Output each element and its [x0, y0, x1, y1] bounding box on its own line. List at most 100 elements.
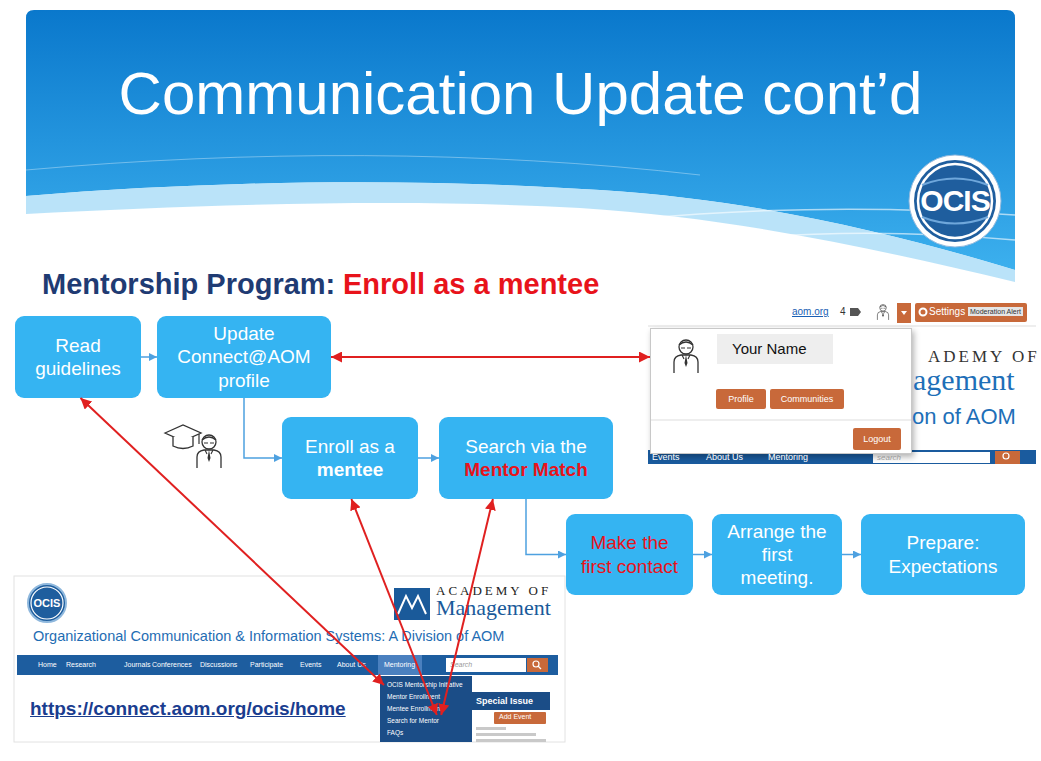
nav-item: Home [38, 661, 57, 668]
site-subtitle: on of AOM [912, 404, 1016, 430]
node-text: Your Name [717, 334, 833, 364]
banner-swoosh [26, 156, 700, 175]
button-text: Profile [716, 389, 766, 409]
process-box: Enroll as amentee [282, 417, 418, 499]
aom-logo [394, 588, 430, 620]
badge-text: Moderation Alert [968, 307, 1023, 316]
node-text: FAQs [387, 727, 472, 739]
search-input [446, 658, 526, 672]
node-text: Organizational Communication & Informati… [33, 628, 504, 644]
node-text: OCIS Mentorship Initiative [387, 679, 472, 691]
nav-item: Conferences [152, 661, 192, 668]
mentee-icon [197, 435, 221, 468]
title-banner [26, 10, 1015, 270]
tiny-text [476, 727, 506, 730]
process-box: Prepare: Expectations [861, 514, 1025, 595]
nav-item: Events [300, 661, 321, 668]
node-text: Mentor Enrollment [387, 691, 472, 703]
flow-arrow [693, 554, 712, 556]
node-text: Search via the [465, 435, 586, 458]
nav-item: Events [652, 452, 680, 462]
banner-swoosh [560, 233, 1015, 265]
tiny-text [476, 733, 536, 736]
user-icon [877, 305, 888, 320]
logo-ring [909, 155, 1001, 247]
button-text: Add Event [499, 713, 531, 720]
button-text: Settings [929, 306, 965, 317]
node-text: Enroll as a [305, 435, 395, 458]
search-placeholder: search [877, 453, 901, 462]
site-logo-text: agement [913, 363, 1015, 397]
nav-item: About Us [337, 661, 366, 668]
menu-item: OCIS Mentorship Initiative [384, 679, 472, 691]
logo-disc [914, 160, 996, 242]
card-separator [651, 420, 911, 421]
search-button [527, 658, 548, 672]
aom-logo-mark [398, 596, 426, 614]
menu-item: Mentor Enrollment [384, 691, 472, 703]
tiny-text [476, 739, 546, 742]
website-screenshot [14, 576, 565, 742]
graduation-cap [173, 437, 193, 449]
flow-arrow [842, 554, 861, 556]
tag-icon [850, 308, 861, 316]
process-box: Search via theMentor Match [439, 417, 613, 499]
node-text: Make the first contact [580, 531, 679, 577]
section-heading: Mentorship Program: [42, 268, 335, 301]
search-button [995, 451, 1020, 464]
process-box: Read guidelines [15, 316, 141, 398]
nav-item: Participate [250, 661, 283, 668]
magnifier-icon [533, 661, 539, 667]
badge-count: 4 [840, 306, 846, 317]
user-icon [674, 340, 698, 373]
section-heading: Enroll as a mentee [343, 268, 599, 301]
button-text: Communities [770, 389, 844, 409]
flow-arrow [244, 398, 282, 458]
menu-item: FAQs [384, 727, 472, 739]
node-text: Search for Mentor [387, 715, 472, 727]
logo-text: OCIS [915, 184, 995, 218]
nav-item: Mentoring [384, 661, 415, 668]
magnifier-icon [538, 666, 541, 669]
search-placeholder: Search [450, 661, 472, 668]
nav-item: Mentoring [768, 452, 808, 462]
graduation-cap [165, 425, 201, 441]
link-arrow [441, 499, 493, 715]
nav-item: Research [66, 661, 96, 668]
node-text: Read guidelines [27, 334, 129, 380]
node-text: Mentee Enrollment [387, 703, 472, 715]
flow-arrow [141, 356, 157, 358]
nav-item: Discussions [200, 661, 237, 668]
cap-tassel [198, 434, 199, 444]
screenshot-bar-line [648, 326, 1036, 327]
process-box: Make the first contact [566, 514, 693, 595]
site-logo-text: Management [436, 595, 551, 621]
link-text: aom.org [792, 306, 829, 317]
flow-arrow [526, 499, 566, 555]
process-box: Update Connect@AOM profile [157, 316, 331, 398]
panel-heading: Special Issue [476, 696, 533, 706]
menu-item: Search for Mentor [384, 715, 472, 727]
settings-button [915, 303, 1027, 322]
node-text: Arrange the first meeting. [724, 520, 830, 590]
url-link: https://connect.aom.org/ocis/home [30, 698, 346, 720]
dropdown-button [897, 303, 911, 323]
node-text: Update Connect@AOM profile [169, 322, 319, 392]
dropdown-menu [380, 676, 472, 742]
profile-screenshot [648, 300, 1036, 464]
special-issue-bar [470, 692, 550, 710]
caret [901, 311, 907, 315]
nav-item: Journals [124, 661, 150, 668]
nav-item: About Us [706, 452, 743, 462]
nav-highlight [378, 655, 422, 675]
link-arrow [331, 356, 650, 358]
menu-item: Mentee Enrollment [384, 703, 472, 715]
process-box: Arrange the first meeting. [712, 514, 842, 595]
node-text: Prepare: Expectations [873, 531, 1013, 577]
magnifier-icon [1003, 453, 1009, 459]
add-event-button [494, 712, 546, 724]
search-input [873, 452, 990, 463]
banner-wave [26, 182, 1015, 282]
